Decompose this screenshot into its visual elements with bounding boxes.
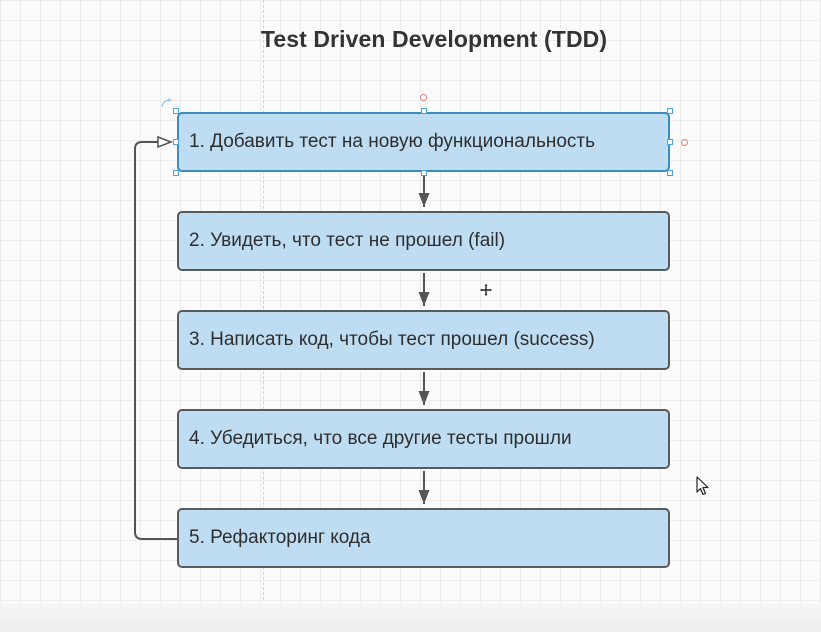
mouse-pointer-icon xyxy=(696,476,709,496)
step-3-label: 3. Написать код, чтобы тест прошел (succ… xyxy=(189,329,595,350)
step-3-box[interactable]: 3. Написать код, чтобы тест прошел (succ… xyxy=(177,310,670,370)
resize-handle-top-left[interactable] xyxy=(173,108,179,114)
page-break-guide xyxy=(263,0,264,600)
step-2-box[interactable]: 2. Увидеть, что тест не прошел (fail) xyxy=(177,211,670,271)
resize-handle-top-right[interactable] xyxy=(667,108,673,114)
step-1-label: 1. Добавить тест на новую функциональнос… xyxy=(189,131,596,152)
resize-handle-bottom-right[interactable] xyxy=(667,170,673,176)
bottom-toolbar-strip xyxy=(0,604,821,632)
diagram-title[interactable]: Test Driven Development (TDD) xyxy=(260,26,608,52)
resize-handle-top[interactable] xyxy=(421,108,427,114)
rotate-icon[interactable] xyxy=(160,97,174,109)
step-5-label: 5. Рефакторинг кода xyxy=(189,527,371,548)
step-1-box[interactable]: 1. Добавить тест на новую функциональнос… xyxy=(177,112,670,172)
step-4-label: 4. Убедиться, что все другие тесты прошл… xyxy=(189,428,572,449)
resize-handle-bottom[interactable] xyxy=(421,170,427,176)
connection-point-top[interactable] xyxy=(420,94,427,101)
move-cursor-icon xyxy=(479,283,493,297)
step-2-label: 2. Увидеть, что тест не прошел (fail) xyxy=(189,230,506,251)
resize-handle-bottom-left[interactable] xyxy=(173,170,179,176)
connection-point-right[interactable] xyxy=(681,139,688,146)
step-5-box[interactable]: 5. Рефакторинг кода xyxy=(177,508,670,568)
resize-handle-left[interactable] xyxy=(173,139,179,145)
resize-handle-right[interactable] xyxy=(667,139,673,145)
step-4-box[interactable]: 4. Убедиться, что все другие тесты прошл… xyxy=(177,409,670,469)
